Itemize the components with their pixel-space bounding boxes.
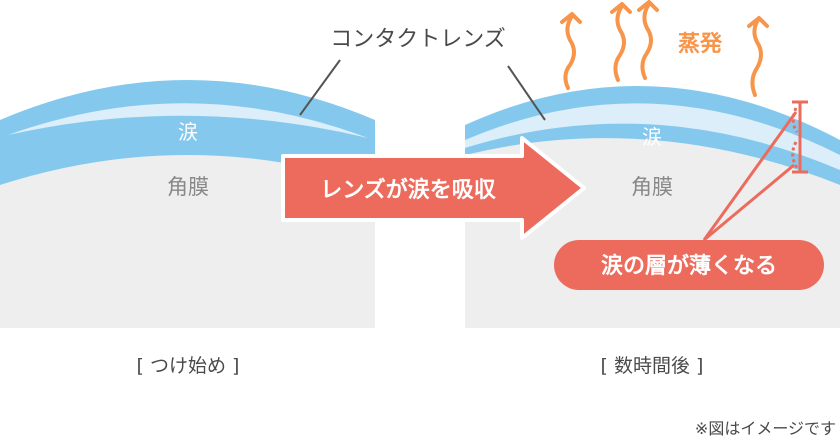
wavy-arrow-icon	[610, 2, 632, 82]
wavy-arrow-icon	[637, 0, 659, 80]
thickness-indicator	[702, 100, 808, 242]
evaporation-label: 蒸発	[678, 32, 723, 57]
evaporation-arrows	[560, 0, 769, 97]
lens-pointer-line	[299, 59, 341, 116]
caption-left: [ つけ始め ]	[137, 355, 240, 377]
tear-label-right: 涙	[642, 125, 662, 149]
lens-right	[465, 103, 840, 170]
cornea-label-left: 角膜	[167, 175, 209, 199]
caption-right: [ 数時間後 ]	[601, 355, 704, 377]
lens-left	[8, 103, 368, 138]
lens-pointer-line-right	[507, 65, 546, 121]
right-panel: 涙 角膜 [ 数時間後 ] 蒸発 涙の層が薄くなる	[465, 0, 840, 377]
tear-label-left: 涙	[178, 120, 198, 144]
wavy-arrow-icon	[747, 16, 769, 97]
absorption-arrow: レンズが涙を吸収	[281, 136, 586, 240]
image-note: ※図はイメージです	[695, 419, 836, 438]
thin-layer-label: 涙の層が薄くなる	[601, 253, 777, 279]
absorption-label: レンズが涙を吸収	[320, 177, 497, 203]
tear-layer-right	[465, 85, 840, 185]
wavy-arrow-icon	[560, 12, 582, 90]
cornea-label-right: 角膜	[631, 175, 673, 199]
contact-lens-label: コンタクトレンズ	[330, 27, 506, 52]
thin-layer-badge: 涙の層が薄くなる	[554, 240, 824, 290]
